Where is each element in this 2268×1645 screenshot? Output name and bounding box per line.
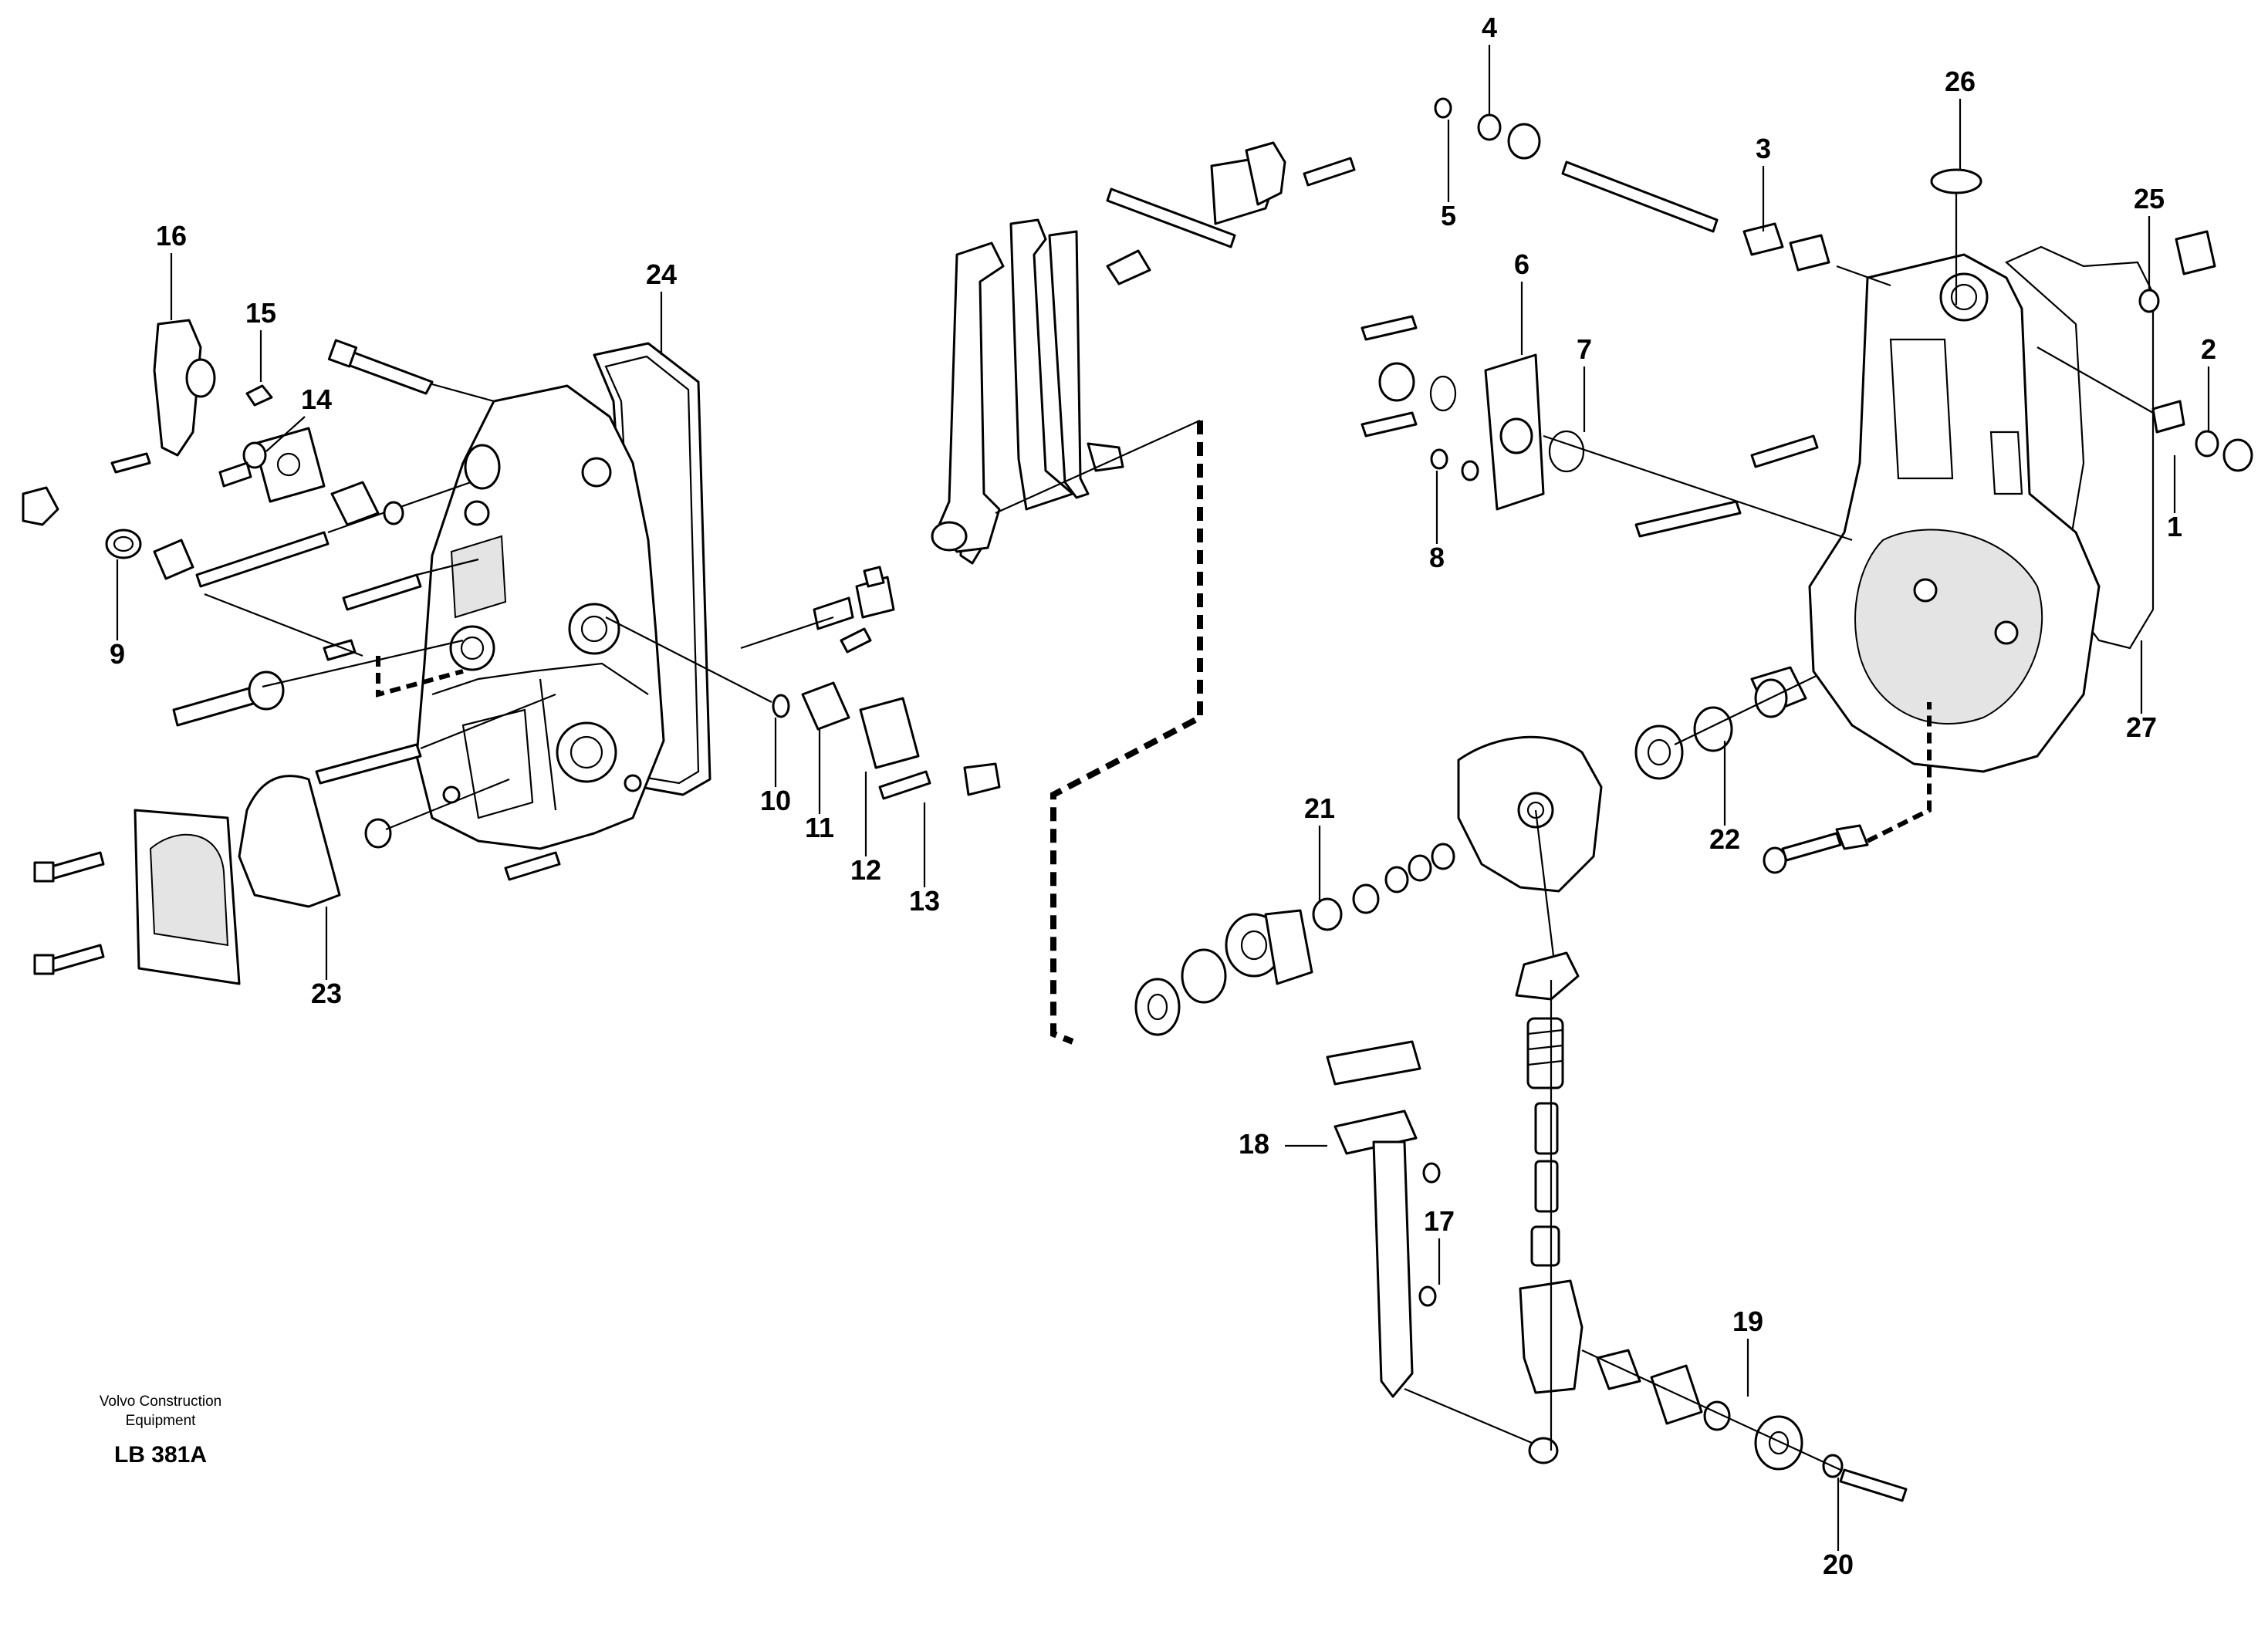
- callout-25: 25: [2134, 183, 2165, 214]
- callout-18: 18: [1239, 1128, 1269, 1160]
- callout-11: 11: [805, 812, 834, 843]
- callout-22: 22: [1709, 823, 1740, 855]
- callout-23: 23: [311, 978, 342, 1009]
- callout-14: 14: [301, 383, 332, 415]
- callout-27: 27: [2126, 711, 2157, 743]
- callout-1: 1: [2167, 511, 2182, 542]
- callout-10: 10: [760, 785, 791, 816]
- callout-15: 15: [245, 297, 276, 329]
- right-housing-group: [1360, 97, 2253, 874]
- callout-4: 4: [1482, 12, 1497, 43]
- callout-19: 19: [1732, 1306, 1763, 1337]
- callout-17: 17: [1424, 1205, 1455, 1237]
- callout-3: 3: [1756, 133, 1771, 164]
- credit-block: Volvo Construction Equipment LB 381A: [100, 1393, 221, 1468]
- callout-9: 9: [110, 638, 125, 670]
- callout-5: 5: [1441, 200, 1456, 231]
- credit-line-1: Volvo Construction: [100, 1393, 221, 1410]
- callout-2: 2: [2201, 333, 2216, 365]
- callout-6: 6: [1514, 248, 1529, 280]
- callout-12: 12: [850, 854, 881, 886]
- callout-7: 7: [1577, 333, 1592, 365]
- left-housing-group: [22, 319, 711, 985]
- spring-stack-group: [1326, 951, 1908, 1502]
- middle-parts-group: [605, 141, 1930, 1045]
- gasket-27: [2004, 245, 2155, 650]
- callout-labels: 1 2 3 4 5 6 7 8 9 10 11 12 13 14 15 16 1…: [110, 12, 2216, 1580]
- callout-20: 20: [1823, 1549, 1854, 1580]
- callout-24: 24: [646, 258, 677, 290]
- figure-code: LB 381A: [114, 1442, 207, 1468]
- callout-26: 26: [1945, 66, 1976, 97]
- governor-lever: [936, 242, 1005, 553]
- callout-8: 8: [1429, 542, 1445, 573]
- callout-21: 21: [1304, 792, 1335, 824]
- callout-13: 13: [909, 885, 940, 917]
- credit-line-2: Equipment: [126, 1413, 197, 1429]
- callout-16: 16: [156, 220, 187, 252]
